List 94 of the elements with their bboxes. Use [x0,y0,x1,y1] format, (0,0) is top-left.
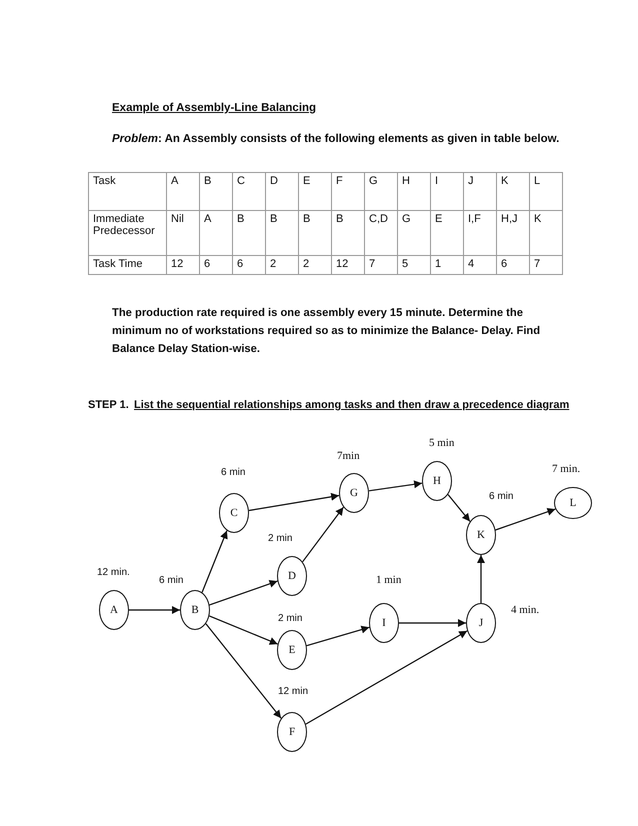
duration-label: 2 min [278,613,302,624]
table-cell-text: 6 [204,258,210,270]
task-node [99,590,129,630]
arrow [477,555,485,603]
node-label: E [288,644,296,656]
problem-statement: Problem: An Assembly consists of the following elements as given in table below. [112,133,560,145]
table-cell-text: K [501,175,508,187]
task-node [219,493,249,533]
table-cell-text: 12 [336,258,348,270]
node-label: F [288,726,296,738]
table-cell-text: B [270,213,278,225]
table-cell-text: E [303,175,310,187]
arrow [209,615,278,645]
table-cell-text: H,J [501,213,518,225]
table-cell-text: 2 [303,258,310,270]
arrow [302,506,344,562]
table-cell-text: A [204,213,212,225]
node-label: D [288,570,296,582]
task-node [277,556,307,596]
arrow [248,492,340,512]
node-label: H [433,475,441,487]
step-number: STEP 1. [88,399,129,411]
duration-label: 7min [337,450,360,462]
table-cell-text: C,D [369,213,388,225]
table-cell-text: Nil [171,213,184,225]
duration-label: 12 min. [97,567,130,578]
task-node [466,515,496,555]
heading: Example of Assembly-Line Balancing [112,102,316,114]
node-label: J [478,617,484,629]
table-cell-text: J [468,175,474,187]
duration-label: 7 min. [552,463,580,475]
table-cell-text: G [369,175,378,187]
arrow [495,508,556,531]
task-node [339,473,369,513]
arrow [129,606,180,614]
task-node [277,712,307,752]
task-node [277,630,307,670]
task-node [422,461,452,501]
node-label: L [570,497,576,509]
arrow [306,626,370,646]
step-instruction: List the sequential relationships among tasks and then draw a precedence diagram [134,399,570,411]
table-cell-text: K [534,213,542,225]
table-cell-text: 2 [270,258,276,270]
arrow [368,480,422,492]
table-cell-text: 1 [435,258,442,270]
duration-label: 6 min [221,467,246,478]
table-cell-text: 6 [501,258,508,270]
table-cell-text: D [270,175,278,187]
table-cell-text: B [237,213,244,225]
node-label: A [110,604,118,616]
duration-label: 5 min [429,437,454,449]
table-cell-text: F [336,175,343,187]
table-cell-text: L [534,175,540,187]
duration-label: 6 min [159,575,184,586]
duration-label: 12 min [278,686,308,697]
node-label: G [350,487,358,499]
duration-label: 1 min [376,574,402,586]
table-cell-text: Task Time [93,258,143,270]
table-cell-text: C [237,175,245,187]
arrow [202,530,228,593]
task-node [554,487,592,519]
table-cell-text: I [435,175,438,187]
node-label: C [230,507,238,519]
arrow [448,494,470,522]
table-cell-text: B [204,175,212,187]
table-cell-text: 7 [534,258,540,270]
table-cell-text: B [303,213,310,225]
table-cell-text: I,F [468,213,481,225]
duration-label: 4 min. [511,604,540,616]
table-cell-text: G [402,213,411,225]
node-label: B [191,604,199,616]
table-cell-text: A [171,175,178,187]
table-cell-text: Immediate Predecessor [93,213,155,237]
arrow [209,580,278,606]
arrow [205,623,282,719]
table-cell-text: 7 [369,258,376,270]
duration-label: 6 min [489,491,514,502]
task-paragraph: The production rate required is one assembly every 15 minute. Determine the minimum no of workstations required so as to minimize the Balance- Delay. Find Balance Delay Station-wise. [112,306,542,357]
table-cell-text: H [402,175,410,187]
arrow [306,630,468,725]
table-cell-text: 12 [171,258,184,270]
node-label: K [477,529,485,541]
table-cell-text: 4 [468,258,474,270]
table-cell-text: B [336,213,344,225]
task-node [180,590,210,630]
node-label: I [382,617,386,629]
table-cell-text: E [435,213,442,225]
arrow [399,619,466,627]
table-cell-text: 6 [237,258,244,270]
table-cell-text: Task [93,175,116,187]
duration-label: 2 min [268,533,292,544]
table-cell-text: 5 [402,258,408,270]
task-node [466,603,496,643]
task-node [369,603,399,643]
